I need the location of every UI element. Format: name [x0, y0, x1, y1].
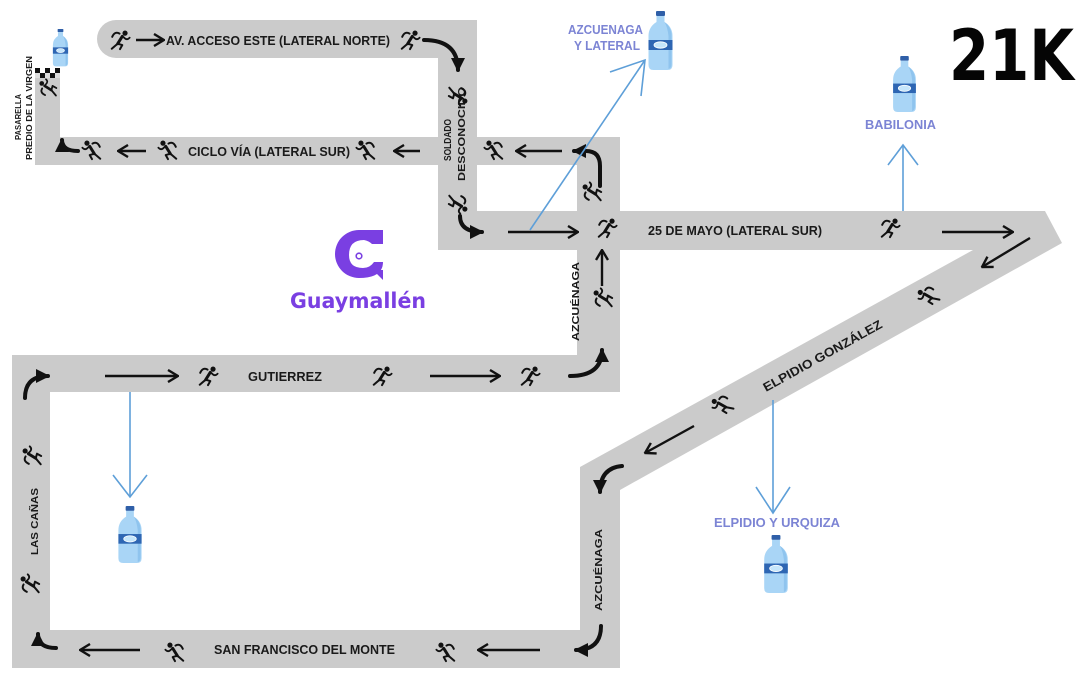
street-label-pasarella: PASARELLA [14, 94, 23, 140]
arrow-icon [568, 348, 609, 378]
road-gutierrez [12, 355, 620, 392]
water-station-label-lateral: Y LATERAL [574, 39, 640, 53]
road-25-de-mayo-elpidio [438, 211, 1062, 668]
arrow-icon [458, 214, 484, 239]
street-label-azcuenaga-lower: AZCUÉNAGA [592, 529, 605, 611]
water-bottle-icon [118, 506, 143, 564]
road-las-canas [12, 355, 50, 668]
street-label-soldado: SOLDADO [442, 119, 454, 161]
street-label-ciclo-via: CICLO VÍA (LATERAL SUR) [188, 144, 350, 159]
street-label-san-francisco: SAN FRANCISCO DEL MONTE [214, 643, 395, 657]
street-label-las-canas: LAS CAÑAS [28, 488, 41, 555]
race-distance-title: 21K [949, 15, 1076, 97]
guaymallen-logo-icon [335, 230, 383, 280]
arrow-icon [574, 624, 603, 657]
water-bottle-icon [648, 11, 673, 71]
water-pointer-head [609, 58, 646, 97]
water-station-pointers [112, 58, 919, 515]
guaymallen-logo-text: Guaymallén [290, 289, 426, 313]
arrow-icon [422, 38, 465, 72]
arrow-icon [31, 632, 58, 650]
checkered-flag-icon [35, 68, 60, 78]
water-station-label-babilonia: BABILONIA [865, 118, 936, 132]
street-label-25-de-mayo: 25 DE MAYO (LATERAL SUR) [648, 224, 822, 238]
arrow-icon [23, 369, 50, 400]
arrow-icon [572, 144, 602, 188]
water-station-label-azcuenaga: AZCUENAGA [568, 23, 643, 37]
street-label-desconocido: DESCONOCIDO [456, 87, 468, 181]
water-station-label-elpidio-urquiza: ELPIDIO Y URQUIZA [714, 516, 840, 530]
arrow-icon [55, 138, 80, 153]
street-label-azcuenaga-upper: AZCUÉNAGA [569, 262, 582, 341]
street-label-gutierrez: GUTIERREZ [248, 370, 322, 384]
water-bottle-icon [763, 535, 789, 594]
arrow-icon [982, 236, 1031, 267]
street-label-predio-virgen: PREDIO DE LA VIRGEN [25, 56, 34, 160]
road-acceso-este [97, 20, 477, 58]
water-bottle-icon [52, 28, 69, 67]
water-pointer-head [887, 143, 919, 166]
water-pointer-head [112, 474, 148, 499]
water-bottle-icon [892, 56, 917, 113]
arrow-icon [645, 424, 695, 453]
guaymallen-logo: Guaymallén [290, 230, 426, 313]
water-pointer-head [755, 486, 791, 515]
street-label-elpidio-gonzalez: ELPIDIO GONZÁLEZ [760, 316, 885, 394]
water-pointer-line [529, 59, 646, 231]
direction-arrows [23, 38, 1031, 657]
arrow-icon [593, 464, 624, 494]
street-label-acceso-este: AV. ACCESO ESTE (LATERAL NORTE) [166, 34, 390, 48]
